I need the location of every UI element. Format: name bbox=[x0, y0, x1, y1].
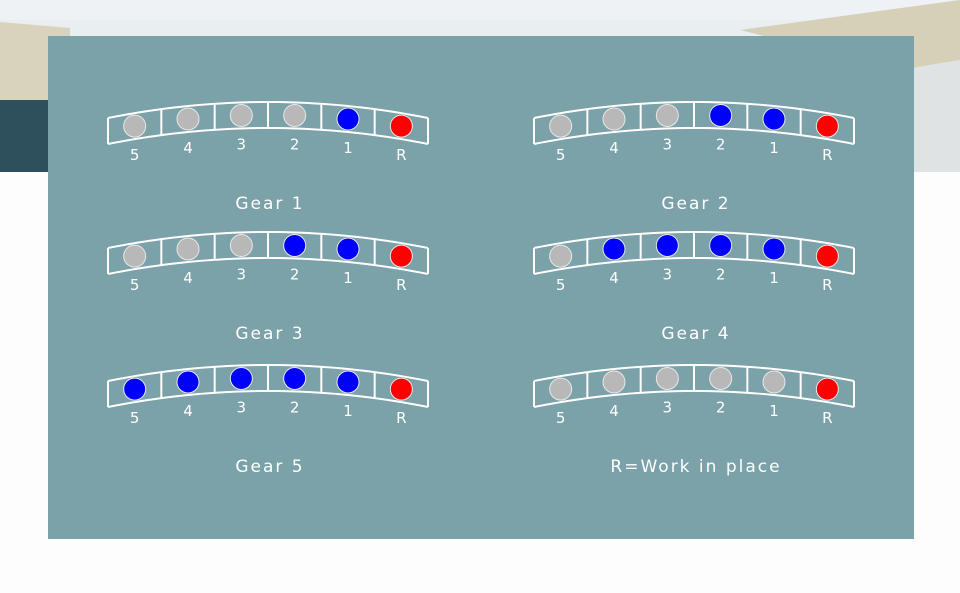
gear-indicator-active bbox=[709, 233, 733, 257]
gear-caption: Gear 4 bbox=[661, 324, 731, 344]
gear-indicator-active bbox=[602, 237, 626, 261]
gear-indicator-reverse bbox=[389, 114, 413, 138]
gear-track-frame bbox=[533, 100, 855, 145]
slot-label: 4 bbox=[609, 402, 619, 420]
gear-indicator-inactive bbox=[283, 103, 307, 127]
gear-track-frame bbox=[533, 363, 855, 408]
gear-indicator-active bbox=[655, 233, 679, 257]
slot-label: 1 bbox=[769, 269, 779, 287]
gear-indicator-inactive bbox=[549, 244, 573, 268]
slot-label: 2 bbox=[290, 398, 300, 416]
gear-caption: Gear 2 bbox=[661, 194, 731, 214]
slot-label: 1 bbox=[769, 402, 779, 420]
slot-label: 3 bbox=[663, 398, 673, 416]
gear-indicator-active bbox=[336, 370, 360, 394]
slot-label: 2 bbox=[290, 265, 300, 283]
gear-track-frame bbox=[533, 230, 855, 275]
gear-track-frame bbox=[107, 100, 429, 145]
slot-label: 5 bbox=[130, 276, 140, 294]
slot-label: 5 bbox=[556, 146, 566, 164]
slot-label: R bbox=[822, 146, 832, 164]
gear-indicator-inactive bbox=[655, 366, 679, 390]
slot-label: 3 bbox=[663, 265, 673, 283]
slot-label: R bbox=[396, 146, 406, 164]
slot-label: R bbox=[396, 409, 406, 427]
slot-label: 1 bbox=[769, 139, 779, 157]
gear-indicator-active bbox=[229, 366, 253, 390]
slot-label: R bbox=[822, 409, 832, 427]
slot-label: 3 bbox=[237, 265, 247, 283]
gear-indicator-inactive bbox=[176, 237, 200, 261]
slot-label: 5 bbox=[556, 409, 566, 427]
gear-indicator-active bbox=[709, 103, 733, 127]
slot-label: 2 bbox=[290, 135, 300, 153]
gear-diagram-4: 5 4 3 2 1 R Gear 4 bbox=[526, 226, 866, 356]
gear-diagram-2: 5 4 3 2 1 R Gear 2 bbox=[526, 96, 866, 226]
slot-label: 2 bbox=[716, 135, 726, 153]
gear-indicator-inactive bbox=[549, 114, 573, 138]
slot-label: 4 bbox=[609, 269, 619, 287]
gear-indicator-inactive bbox=[709, 366, 733, 390]
gear-indicator-inactive bbox=[602, 370, 626, 394]
gear-indicator-inactive bbox=[176, 107, 200, 131]
gear-diagram-6: 5 4 3 2 1 R R=Work in place bbox=[526, 359, 866, 489]
gear-indicator-reverse bbox=[389, 244, 413, 268]
slot-label: 3 bbox=[663, 135, 673, 153]
slot-label: 4 bbox=[183, 139, 193, 157]
gear-indicator-reverse bbox=[389, 377, 413, 401]
gear-caption: Gear 1 bbox=[235, 194, 305, 214]
gear-indicator-inactive bbox=[602, 107, 626, 131]
gear-indicator-reverse bbox=[815, 377, 839, 401]
gear-indicator-active bbox=[283, 366, 307, 390]
gear-indicator-reverse bbox=[815, 244, 839, 268]
slot-label: 4 bbox=[183, 402, 193, 420]
slot-label: 5 bbox=[130, 409, 140, 427]
slot-label: R bbox=[396, 276, 406, 294]
gear-diagram-1: 5 4 3 2 1 R Gear 1 bbox=[100, 96, 440, 226]
gear-track-frame bbox=[107, 363, 429, 408]
slot-label: 4 bbox=[183, 269, 193, 287]
gear-diagram-5: 5 4 3 2 1 R Gear 5 bbox=[100, 359, 440, 489]
slot-label: 2 bbox=[716, 265, 726, 283]
gear-indicator-active bbox=[283, 233, 307, 257]
gear-indicator-inactive bbox=[229, 233, 253, 257]
gear-caption: Gear 5 bbox=[235, 457, 305, 477]
slot-label: 4 bbox=[609, 139, 619, 157]
slot-label: 1 bbox=[343, 402, 353, 420]
gear-indicator-inactive bbox=[762, 370, 786, 394]
gear-indicator-inactive bbox=[549, 377, 573, 401]
slot-label: 2 bbox=[716, 398, 726, 416]
gear-indicator-inactive bbox=[123, 244, 147, 268]
slot-label: 3 bbox=[237, 398, 247, 416]
slot-label: 5 bbox=[130, 146, 140, 164]
gear-diagram-3: 5 4 3 2 1 R Gear 3 bbox=[100, 226, 440, 356]
slot-label: 5 bbox=[556, 276, 566, 294]
gear-indicator-active bbox=[176, 370, 200, 394]
gear-indicator-inactive bbox=[123, 114, 147, 138]
gear-indicator-inactive bbox=[229, 103, 253, 127]
slot-label: 3 bbox=[237, 135, 247, 153]
slot-label: 1 bbox=[343, 139, 353, 157]
gear-indicator-active bbox=[123, 377, 147, 401]
gear-indicator-active bbox=[762, 237, 786, 261]
gear-caption: R=Work in place bbox=[610, 457, 782, 477]
gear-indicator-active bbox=[336, 107, 360, 131]
gear-caption: Gear 3 bbox=[235, 324, 305, 344]
gear-indicator-active bbox=[762, 107, 786, 131]
slot-label: R bbox=[822, 276, 832, 294]
gear-indicator-reverse bbox=[815, 114, 839, 138]
gear-track-frame bbox=[107, 230, 429, 275]
gear-indicator-inactive bbox=[655, 103, 679, 127]
slot-label: 1 bbox=[343, 269, 353, 287]
gear-indicator-active bbox=[336, 237, 360, 261]
